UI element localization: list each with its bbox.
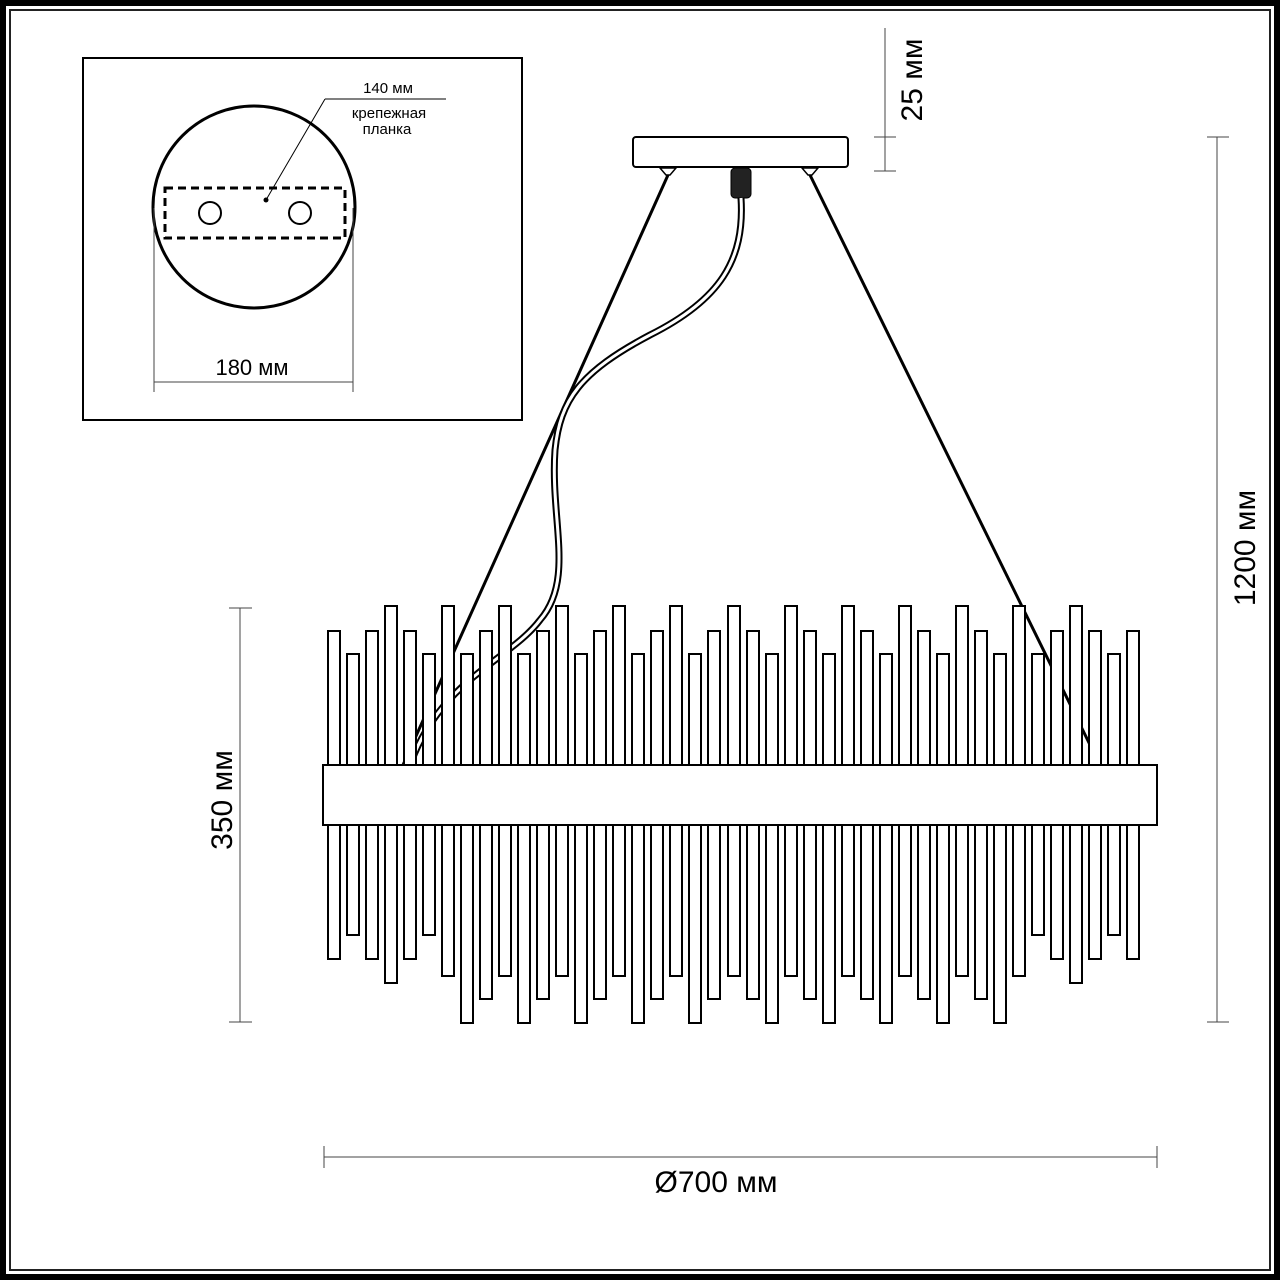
total-height-label: 1200 мм — [1229, 490, 1262, 606]
crystal-rod — [631, 653, 645, 1024]
inset-frame — [82, 57, 523, 421]
plate-caption-line1: крепежная — [352, 105, 426, 122]
plate-length-label: 140 мм — [363, 80, 413, 97]
cable-gland — [730, 167, 752, 199]
canopy-body — [632, 136, 849, 168]
cable-anchor-left — [658, 167, 678, 176]
ceiling-canopy — [632, 136, 849, 199]
dim-diameter: Ø700 мм — [323, 1146, 1158, 1199]
canopy-height-label: 25 мм — [896, 39, 929, 122]
diameter-label: Ø700 мм — [655, 1166, 778, 1199]
power-wire — [406, 197, 745, 767]
dim-total-height: 1200 мм — [1207, 136, 1262, 1023]
crystal-rod — [993, 653, 1007, 1024]
mounting-plate-outline — [163, 186, 347, 240]
cable-right — [808, 174, 1097, 756]
crystal-rod — [765, 653, 779, 1024]
canopy-circle — [151, 104, 357, 310]
cable-anchor-right — [800, 167, 820, 176]
crystal-rod — [879, 653, 893, 1024]
canopy-diameter-label: 180 мм — [215, 355, 288, 380]
crystal-rod — [574, 653, 588, 1024]
drawing-border-inner — [9, 9, 1271, 1271]
leader-line — [265, 98, 326, 201]
crystal-rod — [460, 653, 474, 1024]
crystal-rod — [936, 653, 950, 1024]
plate-caption-line2: планка — [363, 121, 412, 138]
mounting-hole-right — [288, 201, 312, 225]
central-ring — [322, 764, 1158, 826]
body-height-label: 350 мм — [206, 750, 239, 850]
crystal-rod — [517, 653, 531, 1024]
dim-canopy-height: 25 мм — [874, 28, 929, 172]
crystal-rod — [688, 653, 702, 1024]
mounting-hole-left — [198, 201, 222, 225]
dim-body-height: 350 мм — [206, 607, 252, 1023]
canopy-inset: 140 мм крепежная планка 180 мм — [82, 57, 523, 421]
crystal-rod — [822, 653, 836, 1024]
